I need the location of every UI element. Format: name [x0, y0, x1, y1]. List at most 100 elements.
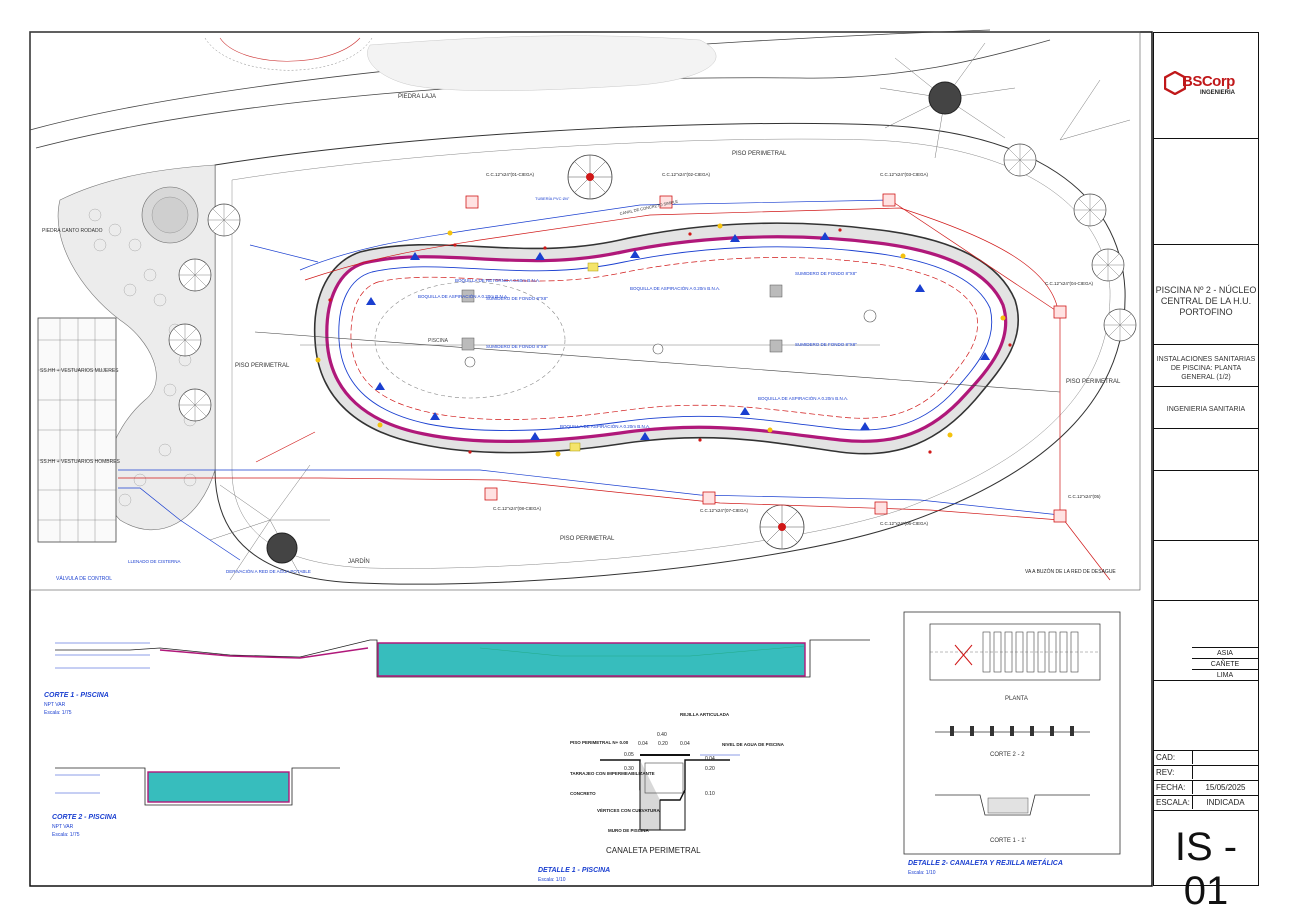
sheet-number: IS - 01 [1174, 825, 1238, 913]
d1-label-nivel: NIVEL DE AGUA DE PISCINA [722, 742, 785, 747]
label-piscina: PISCINA [428, 338, 449, 344]
d1-caption: DETALLE 1 - PISCINA [538, 867, 610, 874]
tb-sheet-title-cell: INSTALACIONES SANITARIAS DE PISCINA: PLA… [1154, 345, 1258, 387]
label-chamber-01: C.C.12"x24"(01-CIEGA) [486, 172, 534, 177]
label-sumidero-1: SUMIDERO DE FONDO 8"X8" [486, 296, 548, 301]
label-aspiracion-4: BOQUILLA DE ASPIRACIÓN A 0.20m B.N.A. [758, 395, 848, 401]
corte1-title: CORTE 1 - PISCINA [44, 692, 109, 699]
label-aspiracion-1: BOQUILLA DE ASPIRACIÓN A 0.20m B.N.A. [418, 293, 508, 299]
plan-view: PIEDRA LAJA PISO PERIMETRAL PISO PERIMET… [29, 29, 1137, 585]
tb-specialty-cell: INGENIERIA SANITARIA [1154, 387, 1258, 429]
label-vestuario-hombres: SS.HH + VESTUARIOS HOMBRES [40, 459, 121, 465]
label-pipe: TUBERÍA PVC Ø4" [535, 196, 570, 201]
label-piso-perimetral-bottom: PISO PERIMETRAL [560, 536, 615, 542]
label-piedra-laja: PIEDRA LAJA [398, 94, 436, 100]
project-name: PISCINA Nº 2 - NÚCLEO CENTRAL DE LA H.U.… [1155, 285, 1257, 317]
label-desague: VA A BUZÓN DE LA RED DE DESAGUE [1025, 568, 1116, 575]
label-aspiracion-3: BOQUILLA DE ASPIRACIÓN A 0.20m B.N.A. [560, 423, 650, 429]
label-sumidero-3: SUMIDERO DE FONDO 8"X8" [795, 342, 857, 347]
label-valvula: VÁLVULA DE CONTROL [56, 575, 112, 582]
d1-scale: Escala: 1/10 [538, 877, 566, 883]
label-chamber-07: C.C.12"x24"(07-CIEGA) [700, 508, 748, 513]
corte1-sub: NPT VAR [44, 702, 66, 708]
location-district: ASIA [1192, 647, 1258, 659]
hexagon-icon [1164, 71, 1186, 95]
sheet-title: INSTALACIONES SANITARIAS DE PISCINA: PLA… [1156, 356, 1256, 381]
tb-blank-4 [1154, 541, 1258, 601]
d1-label-vertices: VÉRTICES CON CURVATURA [597, 806, 661, 813]
label-piedra-canto: PIEDRA CANTO RODADO [42, 228, 103, 234]
label-retorno: BOQUILLA DE RETORNO A 0.50m B.N.A. [455, 278, 540, 283]
corte2-sub: NPT VAR [52, 824, 74, 830]
label-chamber-04: C.C.12"x24"(04-CIEGA) [1045, 281, 1093, 286]
corte1-scale: Escala: 1/75 [44, 710, 72, 716]
label-chamber-05: C.C.12"x24"(05) [1068, 494, 1101, 499]
detail-1-canaleta: 0.40 0.04 0.20 0.04 0.05 0.30 0.04 0.10 … [538, 712, 785, 883]
tb-logo-cell: BSCorp INGENIERIA [1154, 33, 1258, 139]
corte2-title: CORTE 2 - PISCINA [52, 814, 117, 821]
d1-dim-8: 0.10 [705, 791, 715, 797]
d2-corte22: CORTE 2 - 2 [990, 752, 1025, 758]
label-chamber-06: C.C.12"x24"(06-CIEGA) [880, 521, 928, 526]
location-region: LIMA [1192, 669, 1258, 682]
corte2-scale: Escala: 1/75 [52, 832, 80, 838]
label-agua-potable: DERIVACIÓN A RED DE AGUA POTABLE [226, 568, 311, 574]
d2-corte11: CORTE 1 - 1' [990, 838, 1026, 844]
tb-project-cell: PISCINA Nº 2 - NÚCLEO CENTRAL DE LA H.U.… [1154, 245, 1258, 345]
meta-fecha-label: FECHA: [1156, 783, 1186, 792]
label-llenado: LLENADO DE CISTERNA [128, 559, 181, 564]
d2-title: DETALLE 2- CANALETA Y REJILLA METÁLICA [908, 858, 1063, 867]
specialty: INGENIERIA SANITARIA [1166, 406, 1246, 413]
d1-label-muro: MURO DE PISCINA [608, 828, 650, 833]
label-sumidero-4: SUMIDERO DE FONDO 8"X8" [486, 344, 548, 349]
meta-rev: REV: [1154, 766, 1258, 781]
d1-dim-5: 0.05 [624, 752, 634, 758]
detail-2-rejilla: PLANTA CORTE 2 - 2 CORTE 1 - 1' DETALLE … [903, 611, 1121, 876]
label-chamber-08: C.C.12"x24"(08-CIEGA) [493, 506, 541, 511]
tb-blank-1 [1154, 139, 1258, 245]
tb-blank-2 [1154, 429, 1258, 471]
meta-cad: CAD: [1154, 751, 1258, 766]
section-corte-2: CORTE 2 - PISCINA NPT VAR Escala: 1/75 [52, 767, 340, 838]
meta-cad-value [1192, 751, 1258, 764]
meta-cad-label: CAD: [1156, 753, 1176, 762]
d1-dim-4: 0.04 [680, 741, 690, 747]
d1-label-concreto: CONCRETO [570, 791, 596, 796]
meta-escala: ESCALA:INDICADA [1154, 796, 1258, 811]
title-block: BSCorp INGENIERIA PISCINA Nº 2 - NÚCLEO … [1153, 32, 1259, 913]
company-name: BSCorp [1182, 73, 1235, 90]
plan-viewport [29, 31, 1141, 591]
d1-dim-2: 0.04 [638, 741, 648, 747]
label-chamber-02: C.C.12"x24"(02-CIEGA) [662, 172, 710, 177]
d1-dim-6: 0.30 [624, 766, 634, 772]
meta-fecha: FECHA: 15/05/2025 [1154, 781, 1258, 796]
d2-planta: PLANTA [1005, 696, 1028, 702]
meta-rev-label: REV: [1156, 768, 1175, 777]
section-corte-1: CORTE 1 - PISCINA NPT VAR Escala: 1/75 [44, 639, 870, 716]
label-piso-perimetral-left: PISO PERIMETRAL [235, 363, 290, 369]
tb-blank-3 [1154, 471, 1258, 541]
tb-location-cell: ASIA CAÑETE LIMA [1154, 601, 1258, 681]
label-chamber-03: C.C.12"x24"(03-CIEGA) [880, 172, 928, 177]
label-aspiracion-2: BOQUILLA DE ASPIRACIÓN A 0.20m B.N.A. [630, 285, 720, 291]
d1-dim-9: 0.20 [705, 766, 715, 772]
d1-label-tarrajeo: TARRAJEO CON IMPERMEABILIZANTE [570, 771, 655, 776]
d1-dim-3: 0.20 [658, 741, 668, 747]
company-logo: BSCorp INGENIERIA [1164, 71, 1252, 101]
label-piso-perimetral-top: PISO PERIMETRAL [732, 151, 787, 157]
label-vestuario-mujeres: SS.HH + VESTUARIOS MUJERES [40, 368, 119, 374]
d2-scale: Escala: 1/10 [908, 870, 936, 876]
meta-escala-label: ESCALA: [1156, 798, 1190, 807]
d1-title: CANALETA PERIMETRAL [606, 846, 701, 855]
d1-dim-1: 0.40 [657, 732, 667, 738]
d1-dim-7: 0.04 [705, 756, 715, 762]
label-piso-perimetral-right: PISO PERIMETRAL [1066, 379, 1121, 385]
location-province: CAÑETE [1192, 658, 1258, 670]
tb-blank-5 [1154, 681, 1258, 751]
company-sub: INGENIERIA [1200, 90, 1236, 96]
meta-escala-value: INDICADA [1192, 796, 1258, 809]
meta-rev-value [1192, 766, 1258, 779]
meta-fecha-value: 15/05/2025 [1192, 781, 1258, 794]
d1-label-piso: PISO PERIMETRAL N+ 0.00 [570, 740, 629, 745]
